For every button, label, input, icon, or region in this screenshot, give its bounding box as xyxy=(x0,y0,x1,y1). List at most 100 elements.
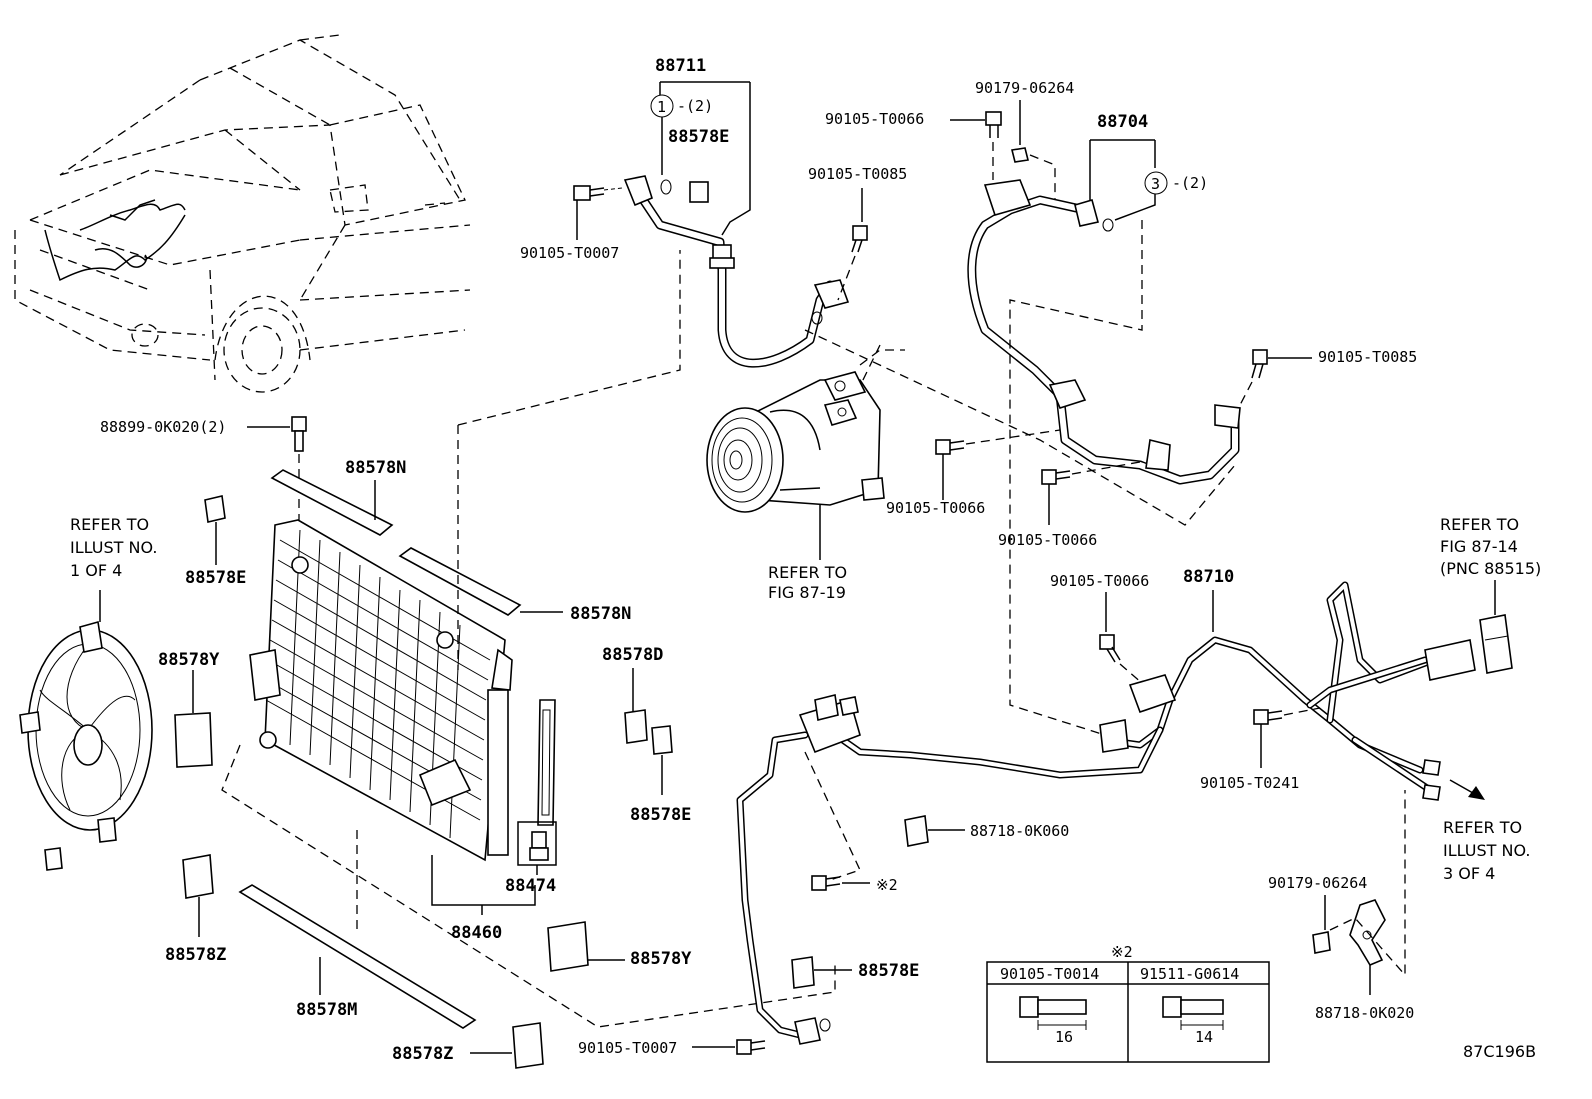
refer-fig-87-19-line1: REFER TO xyxy=(768,563,847,582)
label-90179-06264-bottom: 90179-06264 xyxy=(1268,874,1367,892)
refer-illust-1-line3: 1 OF 4 xyxy=(70,561,122,580)
cushion-88578z-bottom xyxy=(512,1022,544,1069)
refer-fig-87-14-line3: (PNC 88515) xyxy=(1440,559,1541,578)
cushion-88578e-top xyxy=(689,181,709,203)
cushion-88578e-bottom xyxy=(791,956,815,989)
nut-90179-06264-bottom xyxy=(1312,931,1331,954)
pipe-to-bottom xyxy=(736,694,861,1045)
label-88899-0k020: 88899-0K020(2) xyxy=(100,418,226,436)
label-88578e-bottom: 88578E xyxy=(858,961,919,981)
bolt-table-col1-dim: 16 xyxy=(1055,1028,1073,1046)
label-90105-t0085-right: 90105-T0085 xyxy=(1318,348,1417,366)
label-90105-t0066-pipe: 90105-T0066 xyxy=(998,531,1097,549)
bolt-90105-t0085-mid xyxy=(851,225,868,253)
refer-illust-3-line2: ILLUST NO. xyxy=(1443,841,1530,860)
label-mark2-ref: ※2 xyxy=(876,876,898,894)
cushion-88578y-left xyxy=(174,712,213,768)
label-90105-t0007-top: 90105-T0007 xyxy=(520,244,619,262)
cushion-88578y-bottom xyxy=(547,921,589,972)
label-90105-t0066-top: 90105-T0066 xyxy=(825,110,924,128)
label-88578y-left: 88578Y xyxy=(158,650,220,670)
callout-3-quantity: -(2) xyxy=(1172,174,1208,192)
bolt-88899-0k020 xyxy=(291,416,307,452)
label-88578e-mid: 88578E xyxy=(630,805,691,825)
refer-fig-87-19-line2: FIG 87-19 xyxy=(768,583,846,602)
refer-illust-1-line2: ILLUST NO. xyxy=(70,538,157,557)
dryer-88474 xyxy=(517,699,557,875)
bolt-90105-t0241 xyxy=(1253,707,1321,768)
label-88711: 88711 xyxy=(655,56,706,76)
bolt-90105-t0066-88710 xyxy=(1099,634,1121,663)
bolt-90105-t0066-top xyxy=(985,111,1002,138)
expansion-valve xyxy=(1479,580,1513,674)
label-88578e-left: 88578E xyxy=(185,568,246,588)
hose-fitting-compressor xyxy=(813,279,850,309)
label-88578n-top: 88578N xyxy=(345,458,406,478)
bolt-spec-table: ※2 90105-T0014 91511-G0614 16 14 xyxy=(986,943,1270,1063)
refer-illust-3-line3: 3 OF 4 xyxy=(1443,864,1495,883)
label-88578z-left: 88578Z xyxy=(165,945,226,965)
o-ring xyxy=(660,179,672,195)
condenser-88460 xyxy=(249,519,513,862)
callout-1-quantity: -(2) xyxy=(677,97,713,115)
compressor xyxy=(706,344,905,560)
label-88578d: 88578D xyxy=(602,645,663,665)
hose-bracket-top xyxy=(983,179,1032,216)
label-88578z-bottom: 88578Z xyxy=(392,1044,453,1064)
label-88718-0k060: 88718-0K060 xyxy=(970,822,1069,840)
label-88718-0k020: 88718-0K020 xyxy=(1315,1004,1414,1022)
bolt-table-col2-dim: 14 xyxy=(1195,1028,1213,1046)
label-88710: 88710 xyxy=(1183,567,1234,587)
label-88474: 88474 xyxy=(505,876,556,896)
bolt-90105-t0066-pipe xyxy=(1041,461,1141,525)
label-88704: 88704 xyxy=(1097,112,1148,132)
bolt-90105-t0007-top xyxy=(573,185,623,240)
label-90105-t0007-bottom: 90105-T0007 xyxy=(578,1039,677,1057)
refer-fig-87-14-line1: REFER TO xyxy=(1440,515,1519,534)
label-88578m: 88578M xyxy=(296,1000,357,1020)
refer-illust-3-line1: REFER TO xyxy=(1443,818,1522,837)
clamp-88718-0k060 xyxy=(904,815,929,847)
hose-fitting-top xyxy=(623,175,653,207)
compressor-pulley xyxy=(706,407,784,513)
label-90105-t0241: 90105-T0241 xyxy=(1200,774,1299,792)
cushion-88578n-mid xyxy=(398,547,522,616)
hose-fitting-88704 xyxy=(1214,404,1241,429)
cushion-88578n-top xyxy=(270,469,394,536)
callout-1-number: 1 xyxy=(657,98,666,116)
cushion-88578m xyxy=(238,884,477,1029)
discharge-hose-88711: 88711 1 -(2) 88578E 90105-T0007 90105-T0… xyxy=(520,56,907,368)
label-88460: 88460 xyxy=(451,923,502,943)
label-90105-t0085-mid: 90105-T0085 xyxy=(808,165,907,183)
nut-90179-06264-top xyxy=(1011,147,1029,163)
bolt-90105-t0007-bottom xyxy=(692,1039,766,1055)
bolt-90105-t0066-comp xyxy=(935,429,1061,500)
clamp-88718-0k020 xyxy=(1349,899,1386,995)
label-90179-06264-top: 90179-06264 xyxy=(975,79,1074,97)
suction-hose-88704: 90179-06264 90105-T0066 88704 3 -(2) xyxy=(804,79,1241,736)
receiver-tank xyxy=(487,689,509,856)
label-90105-t0066-comp: 90105-T0066 xyxy=(886,499,985,517)
liquid-tube-88710: 88710 90105-T0066 xyxy=(836,567,1476,801)
arrow-icon xyxy=(1468,786,1485,800)
label-90105-t0066-88710: 90105-T0066 xyxy=(1050,572,1149,590)
cushion-88578d xyxy=(624,709,648,744)
cushion-88578e-left xyxy=(204,495,226,523)
vehicle-outline xyxy=(14,34,471,393)
bolt-table-col2-header: 91511-G0614 xyxy=(1140,965,1239,983)
callout-3-number: 3 xyxy=(1151,175,1160,193)
label-88578e-top: 88578E xyxy=(668,127,729,147)
bolt-table-col1-header: 90105-T0014 xyxy=(1000,965,1099,983)
bolt-table-mark: ※2 xyxy=(1111,943,1133,961)
bolt-mark2 xyxy=(811,875,870,891)
cushion-88578z-left xyxy=(182,854,214,899)
refer-fig-87-14-line2: FIG 87-14 xyxy=(1440,537,1518,556)
label-88578n-mid: 88578N xyxy=(570,604,631,624)
callout-3-circle xyxy=(1144,171,1168,195)
fan-assembly xyxy=(19,590,153,871)
diagram-code: 87C196B xyxy=(1463,1042,1536,1061)
cushion-88578e-mid xyxy=(651,725,673,755)
bolt-90105-t0085-right xyxy=(1251,349,1268,379)
refer-illust-1-line1: REFER TO xyxy=(70,515,149,534)
